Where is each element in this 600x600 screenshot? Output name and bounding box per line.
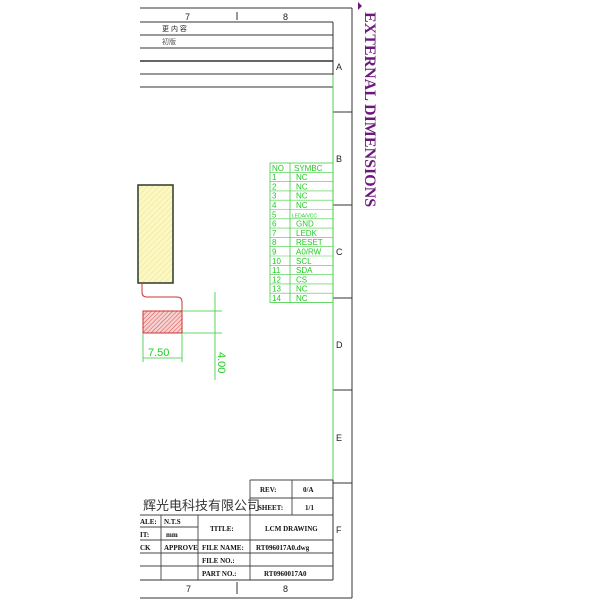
pin-header-symbol: SYMBC xyxy=(294,164,323,173)
pin-number: 7 xyxy=(272,229,277,238)
zone-a: A xyxy=(336,62,342,72)
pin-number: 3 xyxy=(272,192,277,201)
zone-b: B xyxy=(336,154,342,164)
part-no-label: PART NO.: xyxy=(202,570,237,578)
pin-table-border xyxy=(269,162,334,303)
zone-d: D xyxy=(336,340,343,350)
pin-symbol: SDA xyxy=(296,266,313,275)
zone-e: E xyxy=(336,433,342,443)
pin-symbol: NC xyxy=(296,173,308,182)
company-name: 辉光电科技有限公司 xyxy=(143,499,260,514)
file-no-label: FILE NO.: xyxy=(202,557,235,565)
pin-symbol: CS xyxy=(296,275,307,284)
pin-number: 4 xyxy=(272,201,277,210)
pin-number: 2 xyxy=(272,182,277,191)
unit-value: mm xyxy=(166,531,178,539)
sheet-value: 1/1 xyxy=(305,504,314,512)
pin-symbol: NC xyxy=(296,294,308,303)
scale-label: ALE: xyxy=(140,518,157,526)
pin-number: 5 xyxy=(272,210,277,219)
revision-first: 初版 xyxy=(162,37,176,46)
ruler-bottom-8: 8 xyxy=(283,584,288,594)
revision-header: 更 内 容 xyxy=(162,24,187,33)
check-label: CK xyxy=(140,544,151,552)
pin-symbol: NC xyxy=(296,182,308,191)
dimension-height: 4.00 xyxy=(215,352,227,373)
sheet-label: SHEET: xyxy=(258,504,283,512)
ruler-top-8: 8 xyxy=(283,12,288,22)
pin-number: 8 xyxy=(272,238,277,247)
file-name-value: RT096017A0.dwg xyxy=(256,544,310,552)
zone-f: F xyxy=(336,525,342,535)
pin-symbol: SCL xyxy=(296,257,312,266)
drawing-title-text: EXTERNAL DIMENSIONS xyxy=(361,12,378,208)
part-no-value: RT0960017A0 xyxy=(264,570,307,578)
frame xyxy=(140,7,353,599)
fpc-outline xyxy=(141,283,183,311)
pin-symbol: A0/RW xyxy=(296,248,322,257)
pin-number: 13 xyxy=(272,285,281,294)
pin-symbol: NC xyxy=(296,201,308,210)
pin-symbol: NC xyxy=(296,285,308,294)
title-marker-icon xyxy=(358,2,362,10)
pin-symbol: RESET xyxy=(296,238,323,247)
unit-label: IT: xyxy=(140,531,149,539)
pin-symbol: LEDA/VCC xyxy=(292,213,317,219)
pin-number: 14 xyxy=(272,294,281,303)
dimension-lines xyxy=(142,292,222,380)
title-block-lines xyxy=(140,479,333,580)
pin-symbol: GND xyxy=(296,220,314,229)
pin-number: 1 xyxy=(272,173,277,182)
file-name-label: FILE NAME: xyxy=(202,544,244,552)
approve-label: APPROVE xyxy=(164,544,198,552)
ruler-bottom-7: 7 xyxy=(186,584,191,594)
pin-header-no: NO xyxy=(272,164,284,173)
scale-value: N.T.S xyxy=(164,518,181,526)
pin-number: 6 xyxy=(272,220,277,229)
title-label: TITLE: xyxy=(210,525,234,533)
pin-number: 12 xyxy=(272,275,281,284)
title-value: LCM DRAWING xyxy=(265,525,318,533)
zone-c: C xyxy=(336,247,343,257)
pin-symbol: NC xyxy=(296,192,308,201)
pin-number: 9 xyxy=(272,248,277,257)
rev-label: REV: xyxy=(260,486,276,494)
pin-symbol: LEDK xyxy=(296,229,318,238)
ruler-top-7: 7 xyxy=(185,12,190,22)
dimension-width: 7.50 xyxy=(148,347,169,359)
rev-value: 0/A xyxy=(303,486,314,494)
fpc-stiffener xyxy=(142,310,183,334)
pin-number: 10 xyxy=(272,257,281,266)
drawing-title: EXTERNAL DIMENSIONS xyxy=(358,12,382,227)
pin-number: 11 xyxy=(272,266,281,275)
lcd-panel-outline xyxy=(137,184,174,284)
